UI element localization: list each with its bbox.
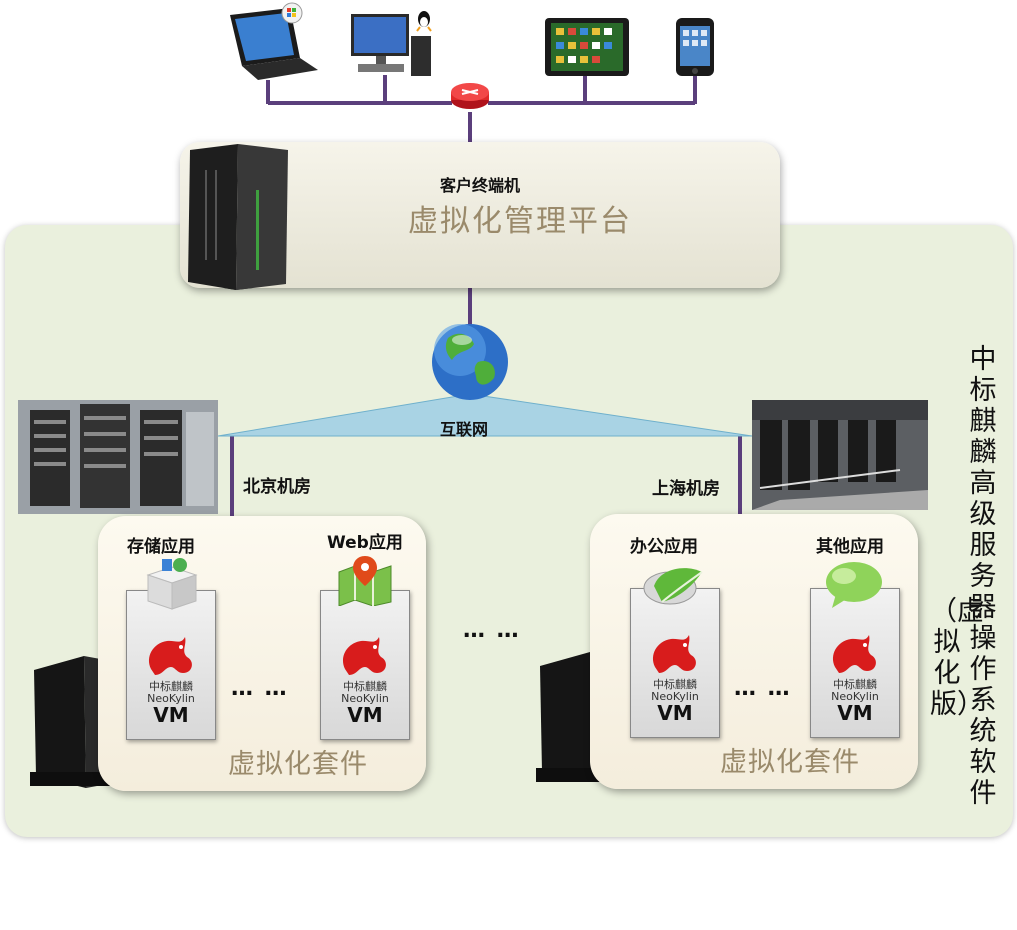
- laptop-icon: [230, 2, 318, 80]
- web-app-label: Web应用: [327, 533, 403, 553]
- management-platform-label: 虚拟化管理平台: [408, 204, 632, 239]
- storage-box-icon: [146, 558, 198, 610]
- router-icon: [451, 83, 489, 109]
- vm-logo-cn: 中标麒麟: [149, 680, 193, 693]
- neokylin-logo-icon: [832, 635, 876, 673]
- vm-label: VM: [837, 701, 873, 725]
- office-app-label: 办公应用: [630, 537, 698, 557]
- desktop-icon: [351, 11, 432, 76]
- product-subtitle-vertical: （虚拟化版）: [930, 596, 984, 720]
- other-app-label: 其他应用: [816, 537, 884, 557]
- vm-logo-en: NeoKylin: [651, 690, 699, 703]
- globe-icon: [432, 324, 508, 400]
- product-title-vertical: 中标麒麟高级服务器操作系统软件: [969, 344, 997, 809]
- vm-label: VM: [153, 703, 189, 727]
- right-vm-card-2: 中标麒麟 NeoKylin VM: [810, 588, 900, 738]
- left-vm-card-2: 中标麒麟 NeoKylin VM: [320, 590, 410, 740]
- internet-band: [217, 393, 753, 437]
- left-suite-ellipsis: … …: [231, 676, 289, 701]
- neokylin-logo-icon: [342, 637, 386, 675]
- shanghai-room-label: 上海机房: [652, 479, 720, 499]
- vm-label: VM: [657, 701, 693, 725]
- tablet-icon: [545, 18, 629, 76]
- beijing-datacenter-photo: [18, 400, 218, 514]
- neokylin-logo-icon: [148, 637, 192, 675]
- left-suite-label: 虚拟化套件: [228, 749, 368, 780]
- neokylin-logo-icon: [652, 635, 696, 673]
- vm-logo-cn: 中标麒麟: [833, 678, 877, 691]
- map-pin-icon: [338, 556, 392, 606]
- management-server-front: [188, 144, 288, 290]
- right-suite-label: 虚拟化套件: [720, 747, 860, 778]
- vm-label: VM: [347, 703, 383, 727]
- vm-logo-en: NeoKylin: [147, 692, 195, 705]
- between-suites-ellipsis: … …: [463, 618, 521, 643]
- storage-app-label: 存储应用: [127, 537, 195, 557]
- right-suite-ellipsis: … …: [734, 676, 792, 701]
- phone-icon: [676, 18, 714, 76]
- chat-bubble-icon: [826, 562, 882, 608]
- right-vm-card-1: 中标麒麟 NeoKylin VM: [630, 588, 720, 738]
- left-vm-card-1: 中标麒麟 NeoKylin VM: [126, 590, 216, 740]
- vm-logo-cn: 中标麒麟: [343, 680, 387, 693]
- client-connector-lines: [230, 75, 742, 516]
- beijing-room-label: 北京机房: [243, 477, 311, 497]
- office-document-icon: [643, 568, 703, 605]
- internet-label: 互联网: [440, 420, 489, 439]
- vm-logo-cn: 中标麒麟: [653, 678, 697, 691]
- shanghai-datacenter-photo: [752, 400, 928, 510]
- vm-logo-en: NeoKylin: [341, 692, 389, 705]
- vm-logo-en: NeoKylin: [831, 690, 879, 703]
- client-terminal-label: 客户终端机: [439, 176, 520, 195]
